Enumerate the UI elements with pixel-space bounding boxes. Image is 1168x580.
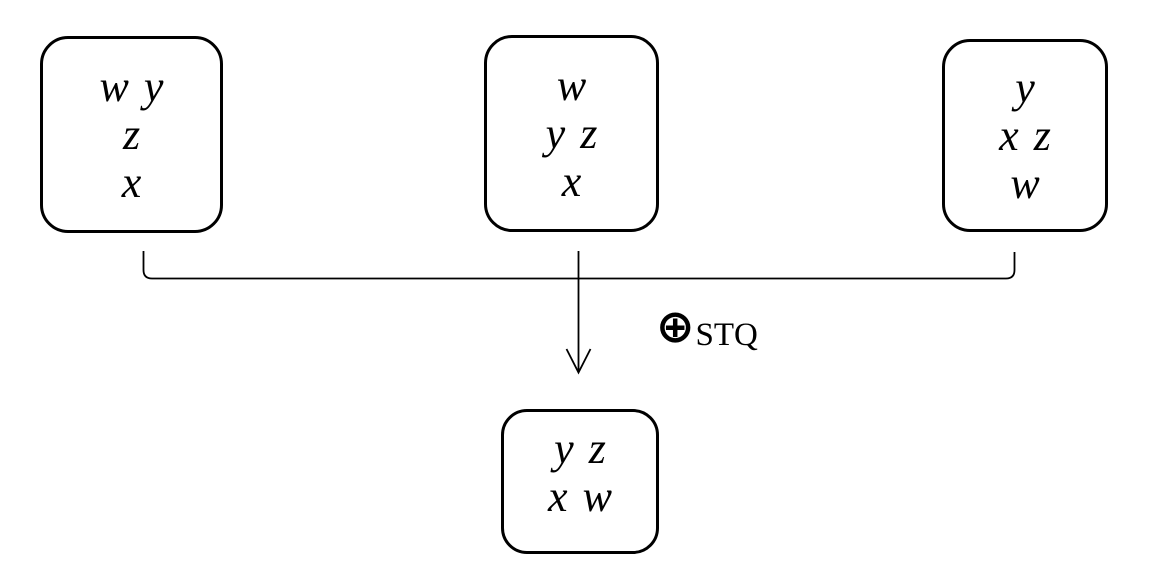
- stq-operator-label: ⊕STQ: [656, 303, 758, 352]
- box-row: y z: [554, 423, 606, 473]
- box-row: y: [1015, 62, 1035, 112]
- box-row: y z: [545, 108, 598, 158]
- input-box-left: w y z x: [40, 36, 223, 233]
- box-row: w: [556, 60, 587, 110]
- box-row: w: [1010, 158, 1040, 208]
- box-row: z: [122, 109, 141, 159]
- bracket-path: [142, 251, 1016, 280]
- operator-subscript: STQ: [695, 317, 758, 353]
- input-box-middle: w y z x: [484, 35, 659, 232]
- arrowhead-icon: [565, 348, 592, 375]
- output-box: y z x w: [501, 409, 659, 554]
- box-row: x w: [548, 471, 612, 521]
- input-box-right: y x z w: [942, 39, 1108, 232]
- box-row: x: [121, 157, 142, 207]
- box-row: w y: [99, 61, 164, 111]
- box-row: x z: [999, 110, 1051, 160]
- oplus-icon: ⊕: [656, 299, 695, 353]
- box-row: x: [561, 156, 582, 206]
